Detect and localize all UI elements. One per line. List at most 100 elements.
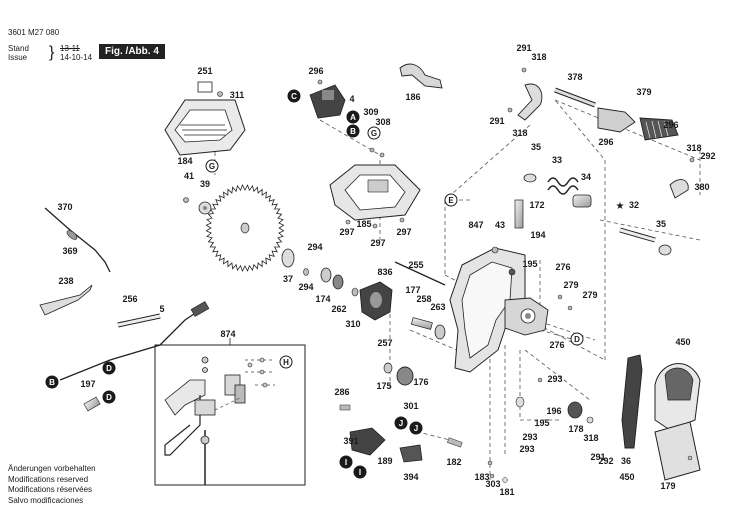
callout-j: J (409, 421, 423, 435)
part-number-label: 189 (377, 456, 392, 466)
part-number-label: 318 (686, 143, 701, 153)
part-number-label: 184 (177, 156, 192, 166)
part-number-label: 874 (220, 329, 235, 339)
part-number-label: 292 (598, 456, 613, 466)
part-number-label: 394 (403, 472, 418, 482)
callout-a: A (346, 110, 360, 124)
part-number-label: 297 (396, 227, 411, 237)
footer-line: Modifications reserved (8, 474, 89, 484)
callout-g: G (205, 159, 219, 173)
part-number-label: 279 (563, 280, 578, 290)
part-number-label: 370 (57, 202, 72, 212)
part-number-label: 35 (656, 219, 666, 229)
part-number-label: 185 (356, 219, 371, 229)
part-drawing-cords (39, 207, 210, 412)
part-number-label: 318 (583, 433, 598, 443)
callout-letter: C (291, 92, 297, 101)
callout-circle (102, 361, 116, 375)
part-number-label: 174 (315, 294, 330, 304)
part-number-label: 294 (307, 242, 322, 252)
part-number-label: 37 (283, 274, 293, 284)
issue-date: 14-10-14 (60, 53, 93, 62)
part-number-label: 195 (522, 259, 537, 269)
callout-d: D (102, 390, 116, 404)
part-drawing-251 (164, 81, 246, 156)
part-drawing-32-35-380 (619, 157, 695, 256)
part-drawing-186 (399, 63, 443, 89)
part-number-label: 391 (343, 436, 358, 446)
callout-d: D (102, 361, 116, 375)
part-number-label: 176 (413, 377, 428, 387)
part-number-label: 276 (555, 262, 570, 272)
saw-blade-drawing (205, 184, 285, 272)
callout-letter: G (209, 162, 215, 171)
part-number-label: 279 (582, 290, 597, 300)
part-number-label: 195 (534, 418, 549, 428)
callout-letter: G (371, 129, 377, 138)
part-number-label: 303 (485, 479, 500, 489)
part-drawing-left-small (183, 197, 446, 386)
part-number-label: 294 (298, 282, 313, 292)
callout-j: J (394, 416, 408, 430)
figure-tag: Fig. /Abb. 4 (99, 44, 165, 59)
part-drawing-847-arm (449, 199, 549, 373)
part-number-label: 292 (700, 151, 715, 161)
callout-b: B (45, 375, 59, 389)
part-number-label: 183 (474, 472, 489, 482)
inset-box-874 (154, 338, 306, 486)
callout-circle (279, 355, 293, 369)
part-number-label: 172 (529, 200, 544, 210)
part-number-label: 276 (549, 340, 564, 350)
part-number-label: 262 (331, 304, 346, 314)
callout-circle (45, 375, 59, 389)
part-number-label: 293 (522, 432, 537, 442)
part-number-label: 293 (519, 444, 534, 454)
part-number-label: 318 (531, 52, 546, 62)
stand-label: Stand (8, 44, 29, 53)
callout-circle (346, 124, 360, 138)
part-number-label: 301 (403, 401, 418, 411)
issue-label: Issue (8, 53, 28, 62)
part-number-label: 318 (512, 128, 527, 138)
part-number-label: 836 (377, 267, 392, 277)
callout-letter: B (49, 378, 55, 387)
part-number-label: 291 (489, 116, 504, 126)
part-number-label: 308 (375, 117, 390, 127)
part-number-label: 297 (370, 238, 385, 248)
part-drawing-378-379 (507, 67, 679, 141)
callout-letter: B (350, 127, 356, 136)
doc-number: 3601 M27 080 (8, 28, 60, 37)
header-brace: } (49, 44, 55, 61)
part-number-label: 181 (499, 487, 514, 497)
part-drawing-lower-center (339, 294, 594, 483)
part-number-label: 35 (531, 142, 541, 152)
part-number-label: 378 (567, 72, 582, 82)
part-number-label: 34 (581, 172, 591, 182)
part-number-label: 257 (377, 338, 392, 348)
part-number-label: 450 (619, 472, 634, 482)
footer-notes: Änderungen vorbehalten Modifications res… (8, 464, 96, 506)
callout-circle (353, 465, 367, 479)
part-number-label: 263 (430, 302, 445, 312)
callout-letter: H (283, 358, 289, 367)
part-number-label: 182 (446, 457, 461, 467)
part-number-label: 293 (547, 374, 562, 384)
stand-date: 13-11 (60, 44, 80, 53)
part-number-label: 291 (516, 43, 531, 53)
star-marker: ★ (616, 201, 625, 212)
callout-circle (444, 193, 458, 207)
part-number-label: 255 (408, 260, 423, 270)
callout-circle (339, 455, 353, 469)
part-drawing-836 (359, 281, 393, 321)
callout-circle (287, 89, 301, 103)
part-number-label: 194 (530, 230, 545, 240)
callout-circle (346, 110, 360, 124)
part-number-label: 186 (405, 92, 420, 102)
part-drawing-spring-33 (523, 173, 592, 208)
callout-circle (367, 126, 381, 140)
part-number-label: 238 (58, 276, 73, 286)
callout-circle (409, 421, 423, 435)
footer-line: Änderungen vorbehalten (8, 464, 96, 473)
